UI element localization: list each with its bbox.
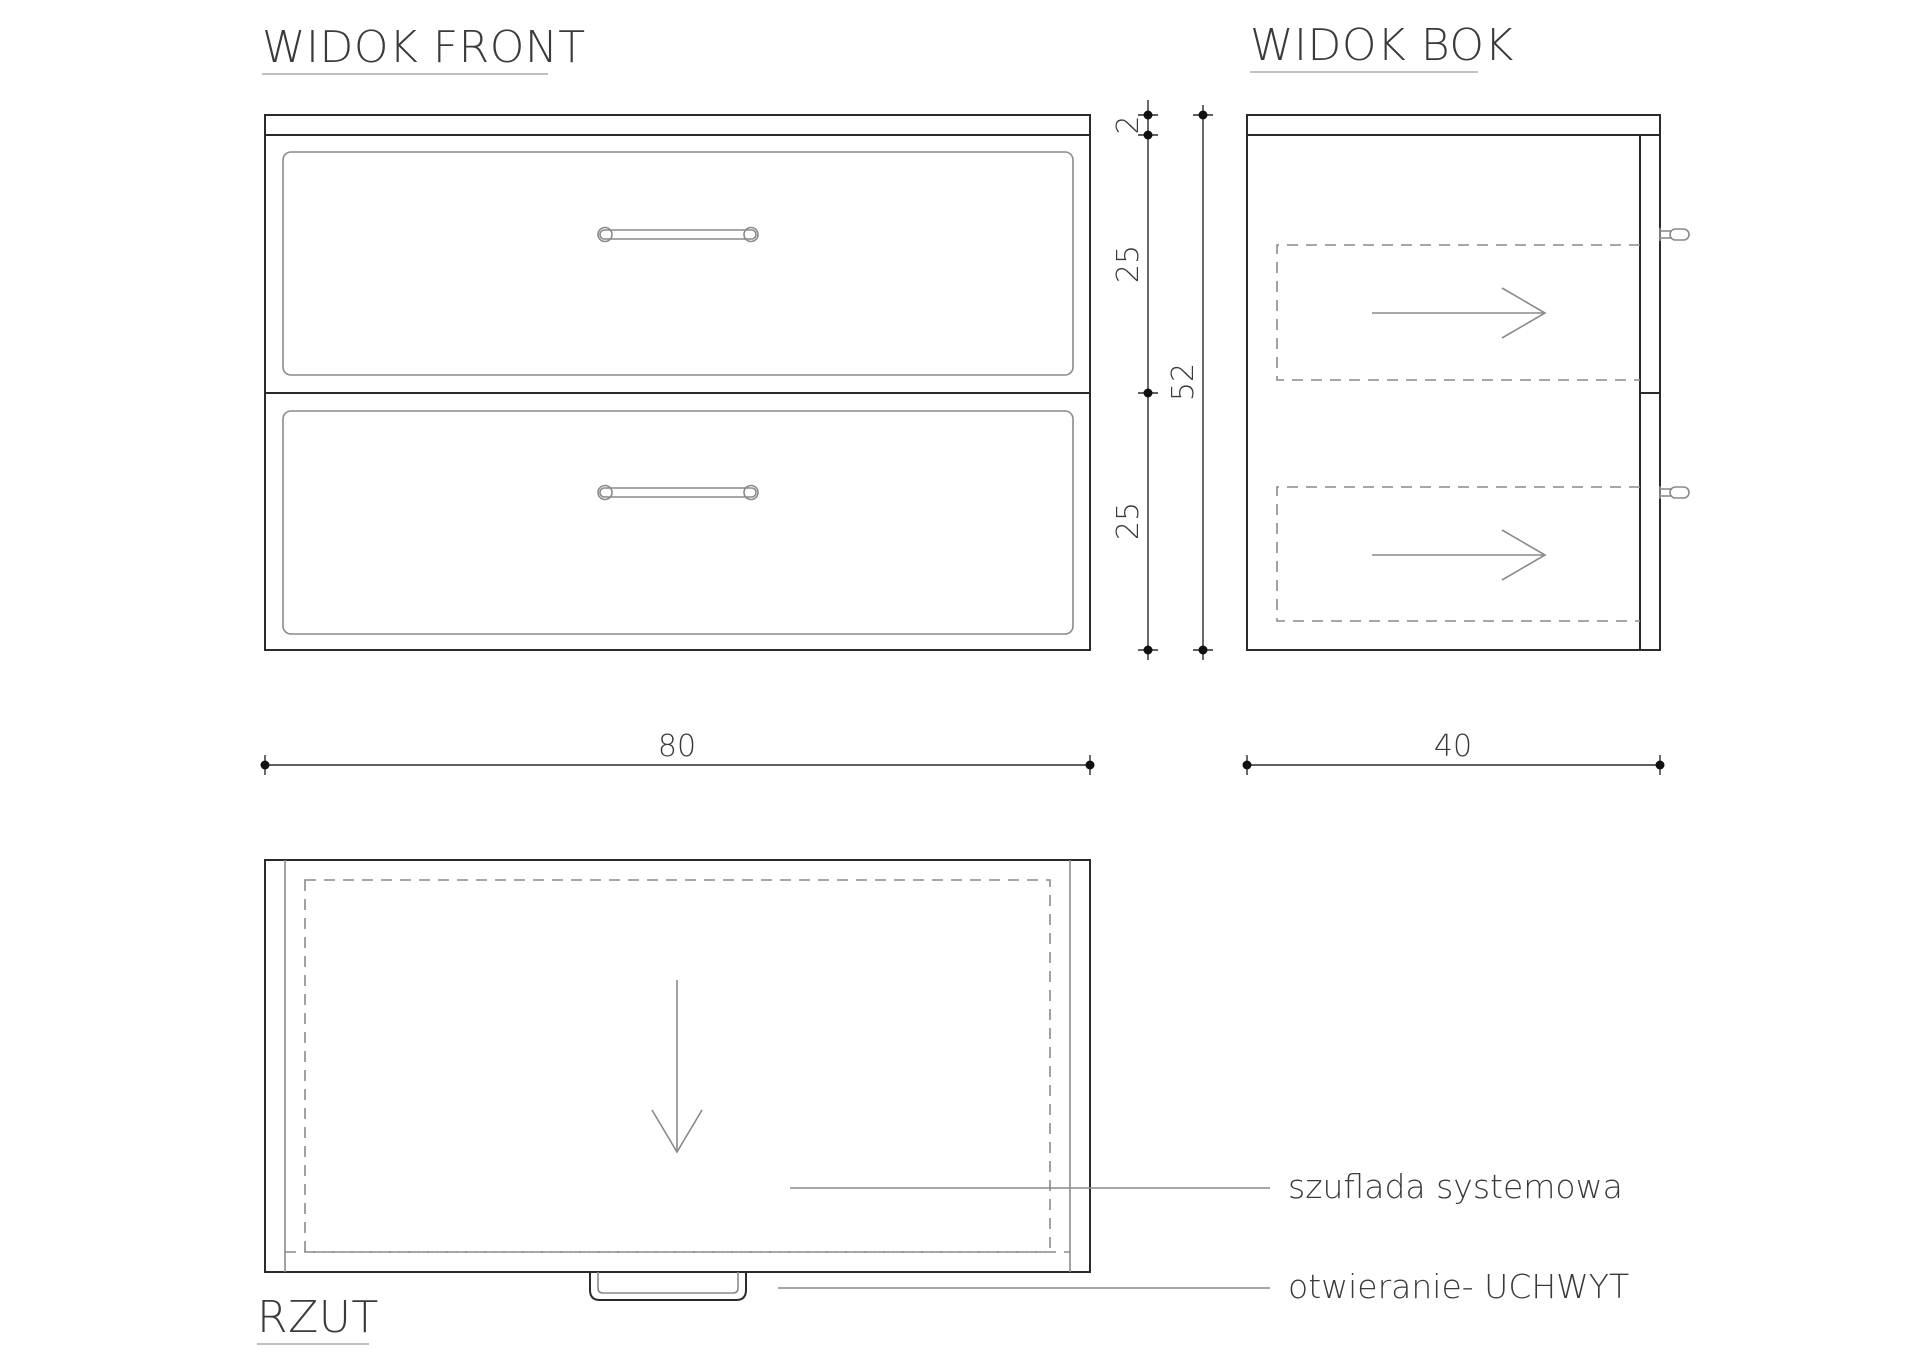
front-view: WIDOK FRONT — [262, 22, 1091, 651]
lower-drawer-pull-arrow — [1372, 529, 1547, 581]
height-dimensions: 2 25 25 52 — [1111, 100, 1213, 660]
callouts: szuflada systemowa otwieranie- UCHWYT — [778, 1167, 1629, 1306]
cabinet-plan-outline — [264, 859, 1091, 1273]
dimension-dot — [1143, 645, 1153, 655]
dimension-dot — [1143, 130, 1153, 140]
dimension-dot — [260, 760, 270, 770]
top-board-dimension: 2 — [1111, 115, 1146, 134]
plan-handle-profile — [589, 1272, 747, 1301]
dimension-dot — [1198, 645, 1208, 655]
lower-drawer-handle — [597, 484, 759, 501]
system-drawer-label: szuflada systemowa — [1288, 1167, 1623, 1206]
upper-handle-side-profile — [1659, 228, 1690, 241]
upper-drawer-dimension: 25 — [1111, 245, 1146, 283]
upper-drawer-box-hidden — [1276, 244, 1640, 381]
upper-drawer-pull-arrow — [1372, 287, 1547, 339]
width-dimension: 80 — [658, 729, 696, 764]
cabinet-front-outline — [264, 114, 1091, 651]
dimension-dot — [1198, 110, 1208, 120]
side-view: WIDOK BOK — [1246, 20, 1690, 651]
cabinet-side-outline — [1246, 114, 1661, 651]
depth-dimension: 40 — [1434, 729, 1472, 764]
upper-drawer-front — [282, 151, 1074, 376]
dimension-dot — [1143, 110, 1153, 120]
plan-view-title: RZUT — [257, 1292, 379, 1343]
plan-drawer-pull-arrow — [651, 980, 703, 1154]
lower-drawer-front — [282, 410, 1074, 635]
plan-drawer-box-hidden — [304, 879, 1051, 1253]
width-dimensions: 80 40 — [260, 729, 1665, 775]
dimension-dot — [1242, 760, 1252, 770]
handle-label: otwieranie- UCHWYT — [1288, 1267, 1629, 1306]
upper-drawer-handle — [597, 226, 759, 243]
front-view-title: WIDOK FRONT — [262, 22, 586, 73]
total-height-dimension: 52 — [1166, 363, 1201, 401]
dimension-dot — [1655, 760, 1665, 770]
dimension-dot — [1085, 760, 1095, 770]
plan-view: RZUT — [257, 859, 1091, 1345]
lower-handle-side-profile — [1659, 486, 1690, 499]
lower-drawer-box-hidden — [1276, 486, 1640, 622]
dimension-dot — [1143, 388, 1153, 398]
side-view-title: WIDOK BOK — [1250, 20, 1514, 71]
lower-drawer-dimension: 25 — [1111, 502, 1146, 540]
